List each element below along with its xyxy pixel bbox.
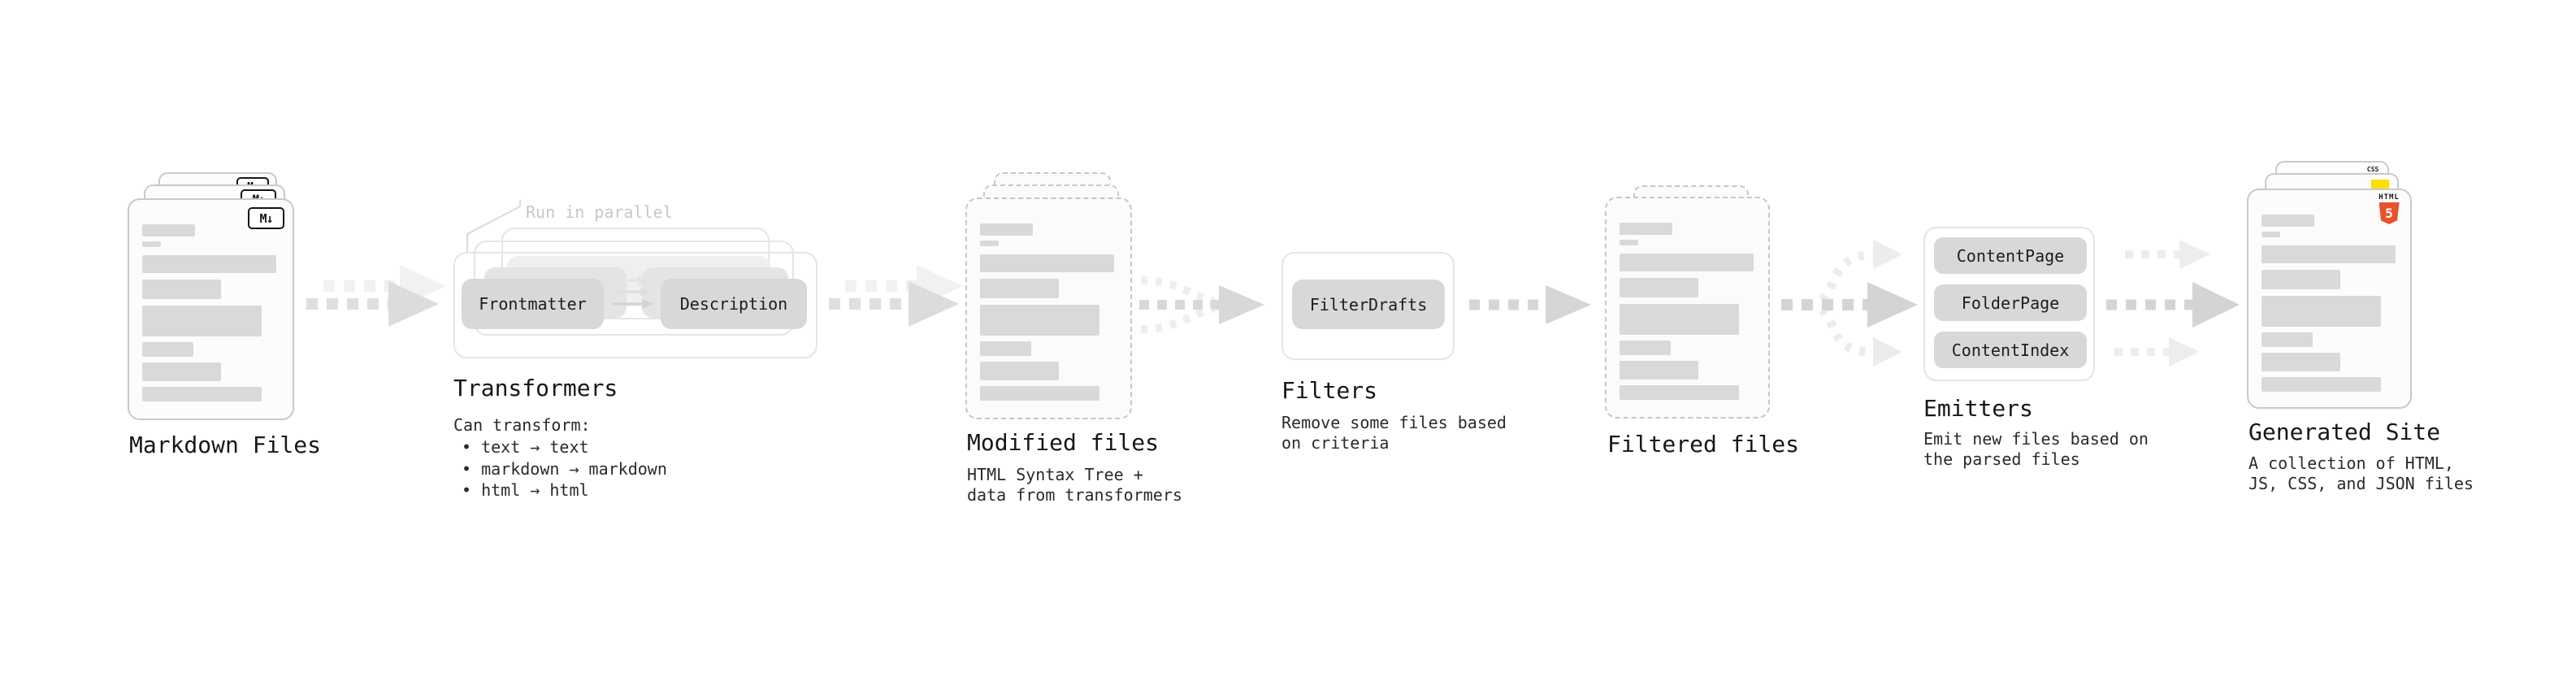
content-placeholder-bar	[2262, 353, 2340, 371]
content-placeholder-bar	[1620, 240, 1638, 245]
arrows-emitters-to-site	[2106, 240, 2240, 367]
content-placeholder-bar	[1620, 340, 1671, 355]
content-placeholder-bar	[2262, 332, 2313, 347]
content-placeholder-bar	[1620, 278, 1698, 297]
modified-desc-line-2: data from transformers	[967, 485, 1182, 505]
arrow-filtered-to-emitters	[1781, 240, 1918, 367]
content-placeholder-bar	[142, 280, 221, 299]
generated-site-card: HTML 5	[2247, 189, 2412, 409]
description-plugin: Description	[661, 279, 807, 329]
content-placeholder-bar	[2262, 296, 2381, 327]
emitters-label: Emitters	[1923, 395, 2033, 422]
content-placeholder-bar	[1620, 223, 1672, 235]
run-in-parallel-annotation: Run in parallel	[526, 202, 673, 222]
content-placeholder-bar	[2262, 270, 2340, 289]
modified-files-card	[965, 197, 1132, 419]
markdown-file-card: M↓	[128, 198, 294, 420]
content-placeholder-bar	[2262, 215, 2314, 227]
arrow-transformers-to-modified	[829, 265, 963, 327]
arrow-markdown-to-transformers	[306, 265, 446, 327]
css-icon-label: CSS	[2366, 166, 2379, 173]
frontmatter-plugin: Frontmatter	[462, 279, 604, 329]
transformers-bullet-2: • markdown → markdown	[462, 459, 667, 479]
html5-icon-word: HTML	[2379, 193, 2400, 202]
modified-files-desc: HTML Syntax Tree +data from transformers	[967, 465, 1182, 505]
modified-desc-line-1: HTML Syntax Tree +	[967, 465, 1143, 484]
filters-container	[1281, 252, 1455, 360]
folderpage-plugin: FolderPage	[1934, 284, 2087, 321]
generated-site-label: Generated Site	[2249, 419, 2441, 445]
content-placeholder-bar	[142, 342, 193, 357]
content-placeholder-bar	[142, 387, 262, 401]
content-placeholder-bar	[142, 224, 195, 236]
content-placeholder-bar	[2262, 232, 2280, 237]
content-placeholder-bar	[980, 386, 1099, 401]
content-placeholder-bar	[1620, 254, 1754, 271]
filters-desc-line-1: Remove some files based	[1281, 413, 1507, 432]
site-desc-line-1: A collection of HTML,	[2249, 453, 2454, 473]
content-placeholder-bar	[2262, 245, 2396, 263]
transformers-bullet-3: • html → html	[462, 480, 589, 500]
emitters-container	[1923, 227, 2095, 381]
content-placeholder-bar	[980, 223, 1033, 236]
filters-label: Filters	[1281, 377, 1378, 404]
generated-site-desc: A collection of HTML,JS, CSS, and JSON f…	[2249, 453, 2474, 494]
content-placeholder-bar	[980, 362, 1059, 380]
content-placeholder-bar	[142, 241, 161, 247]
filtered-files-label: Filtered files	[1607, 431, 1800, 458]
markdown-icon: M↓	[248, 207, 284, 229]
content-placeholder-bar	[1620, 361, 1698, 380]
content-placeholder-bar	[2262, 377, 2381, 392]
content-placeholder-bar	[980, 241, 999, 246]
contentindex-plugin: ContentIndex	[1934, 332, 2087, 368]
transformers-desc-heading: Can transform:	[453, 415, 591, 435]
filterdrafts-plugin: FilterDrafts	[1292, 280, 1445, 329]
arrow-filters-to-filtered	[1469, 285, 1591, 324]
transformers-label: Transformers	[453, 375, 618, 401]
content-placeholder-bar	[142, 306, 262, 336]
emitters-desc-line-2: the parsed files	[1923, 449, 2080, 469]
content-placeholder-bar	[142, 255, 276, 273]
filters-desc-line-2: on criteria	[1281, 433, 1390, 453]
html5-icon: HTML 5	[2377, 193, 2401, 224]
content-placeholder-bar	[142, 362, 221, 381]
transformers-bullet-1: • text → text	[462, 437, 589, 457]
content-placeholder-bar	[980, 341, 1031, 356]
arrow-modified-to-filters	[1139, 276, 1264, 333]
transformer-container-front	[453, 252, 817, 358]
js-icon	[2371, 180, 2389, 190]
content-placeholder-bar	[980, 305, 1099, 336]
markdown-files-label: Markdown Files	[129, 432, 322, 458]
content-placeholder-bar	[1620, 304, 1739, 335]
content-placeholder-bar	[980, 279, 1059, 298]
content-placeholder-bar	[1620, 385, 1739, 400]
content-placeholder-bar	[980, 254, 1114, 272]
site-desc-line-2: JS, CSS, and JSON files	[2249, 474, 2474, 493]
html5-icon-shield: 5	[2379, 202, 2400, 224]
filtered-files-card	[1605, 197, 1770, 419]
emitters-desc-line-1: Emit new files based on	[1923, 429, 2149, 449]
contentpage-plugin: ContentPage	[1934, 237, 2087, 274]
modified-files-label: Modified files	[967, 429, 1160, 456]
